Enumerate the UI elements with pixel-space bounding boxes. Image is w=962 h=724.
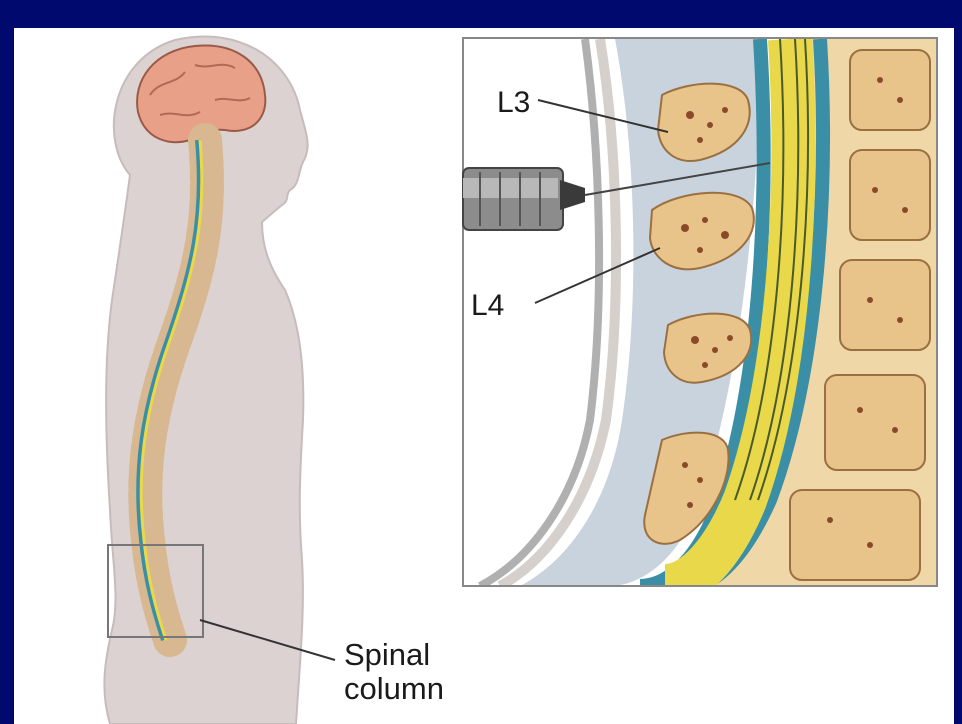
label-spinal-line2: column bbox=[344, 672, 444, 706]
label-spinal-line1: Spinal bbox=[344, 638, 444, 672]
label-l4: L4 bbox=[471, 291, 504, 321]
label-spinal-column: Spinal column bbox=[344, 638, 444, 706]
label-l3: L3 bbox=[497, 88, 530, 118]
lumbar-closeup bbox=[463, 38, 937, 586]
